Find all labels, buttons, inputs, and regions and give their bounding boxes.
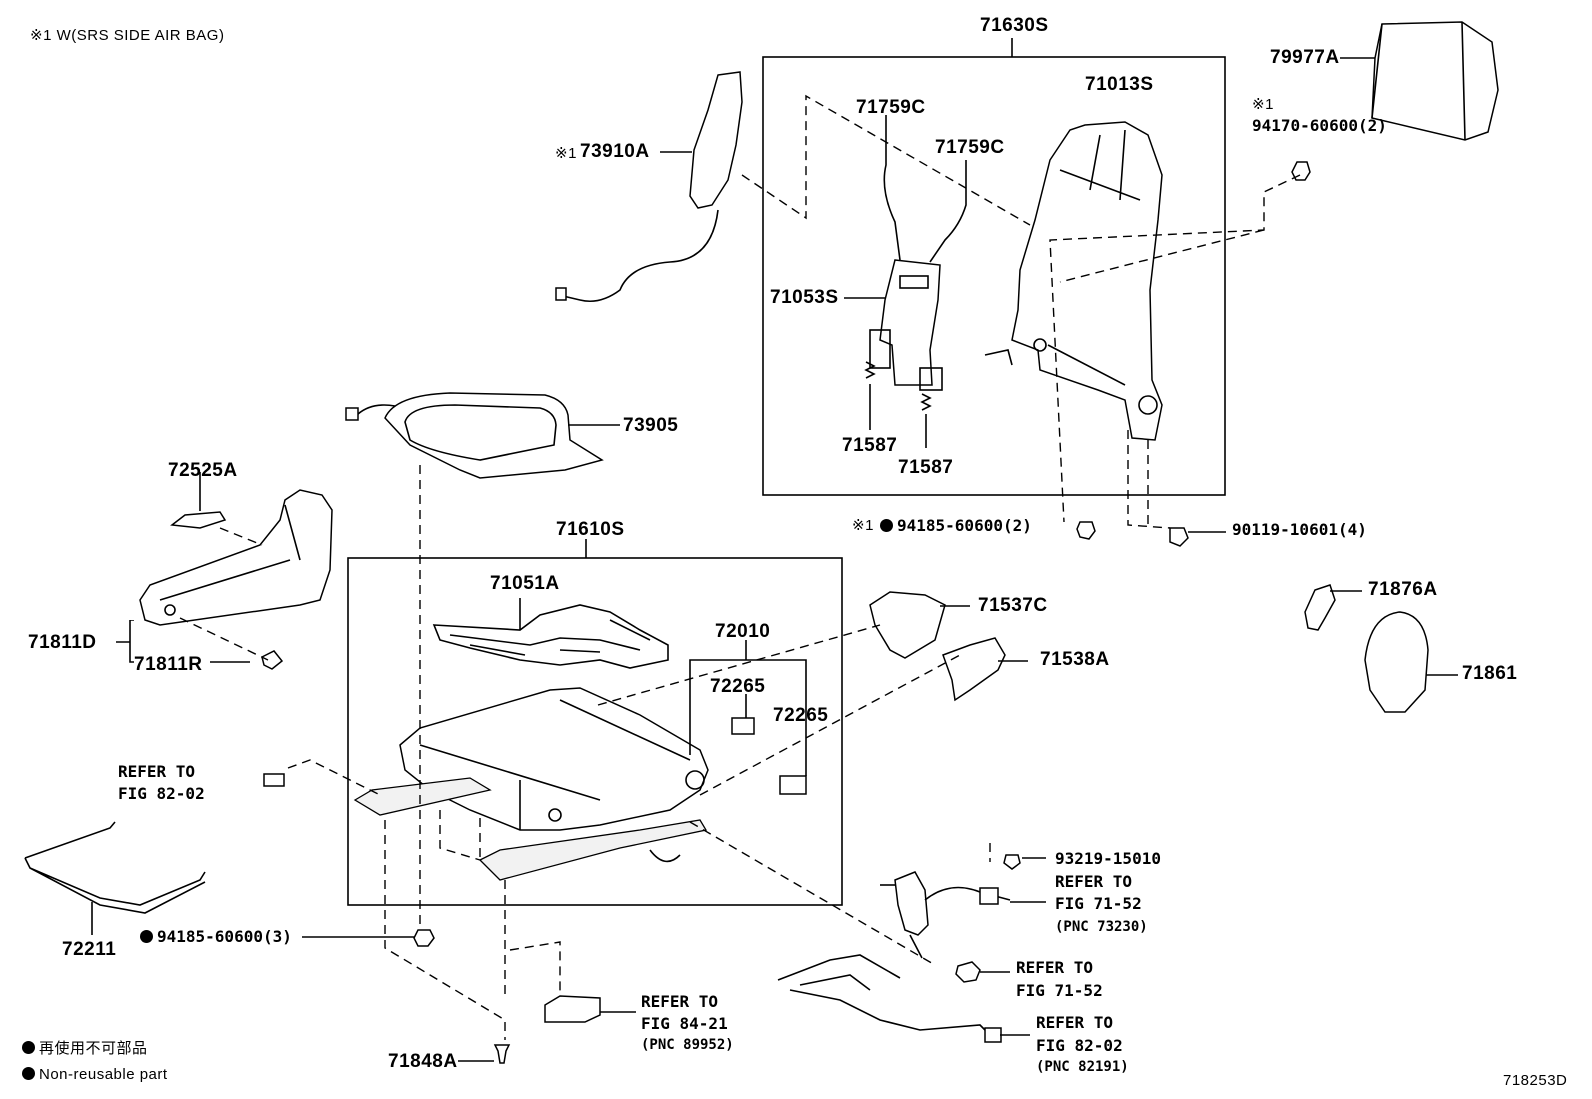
part-label-71876A[interactable]: 71876A — [1368, 579, 1438, 600]
non-reusable-dot-icon — [22, 1041, 35, 1054]
part-label-73905[interactable]: 73905 — [623, 415, 679, 436]
legend-jp: 再使用不可部品 — [22, 1041, 148, 1056]
part-label-79977A[interactable]: 79977A — [1270, 47, 1340, 68]
ref-84-21-line2[interactable]: FIG 84-21 — [641, 1014, 728, 1033]
ref-84-21-line1[interactable]: REFER TO — [641, 992, 719, 1011]
ref-82-02-a-line1[interactable]: REFER TO — [118, 762, 196, 781]
part-label-71051A[interactable]: 71051A — [490, 573, 560, 594]
ref-82-02-b-line2[interactable]: FIG 82-02 — [1036, 1036, 1123, 1055]
wire-harness-82-02-part — [777, 954, 1030, 1043]
ref-71-52-a-line1[interactable]: REFER TO — [1055, 872, 1133, 891]
ref-82-02-a-line2[interactable]: FIG 82-02 — [118, 784, 205, 803]
clip-bottom-part — [302, 929, 511, 1064]
note-mark-94170: ※1 — [1252, 96, 1274, 113]
part-label-72265-1[interactable]: 72265 — [710, 676, 766, 697]
side-airbag-part — [555, 71, 743, 303]
note-mark-94185-top: ※1 — [852, 517, 874, 534]
part-label-71587-2[interactable]: 71587 — [898, 457, 954, 478]
wire-72211-part — [24, 821, 206, 935]
seat-belt-buckle-part — [880, 854, 1046, 983]
group-box-71630S — [762, 56, 1226, 496]
legend-en-text: Non-reusable part — [39, 1066, 168, 1083]
bolts-part — [1076, 521, 1226, 547]
group-box-71610S — [347, 557, 843, 906]
part-label-72265-2[interactable]: 72265 — [773, 705, 829, 726]
part-label-93219[interactable]: 93219-15010 — [1055, 849, 1161, 868]
ref-82-02-b-pnc: (PNC 82191) — [1036, 1059, 1129, 1075]
part-label-71587-1[interactable]: 71587 — [842, 435, 898, 456]
non-reusable-dot-icon — [22, 1067, 35, 1080]
header-note: ※1 W(SRS SIDE AIR BAG) — [30, 27, 225, 44]
part-label-71811R[interactable]: 71811R — [134, 654, 203, 675]
part-label-73910A[interactable]: 73910A — [580, 141, 650, 162]
part-number-94185-top: 94185-60600(2) — [897, 516, 1032, 535]
part-label-71811D[interactable]: 71811D — [28, 632, 97, 653]
connector-82-02-icon — [263, 773, 285, 787]
seat-shield-part — [139, 489, 333, 626]
part-label-90119[interactable]: 90119-10601(4) — [1232, 520, 1367, 539]
ref-71-52-a-pnc: (PNC 73230) — [1055, 919, 1148, 935]
part-label-72010[interactable]: 72010 — [715, 621, 771, 642]
part-label-71759C-1[interactable]: 71759C — [856, 97, 926, 118]
bracket-71811 — [116, 620, 250, 663]
part-label-94185-top[interactable]: 94185-60600(2) — [880, 518, 1032, 534]
part-label-72525A[interactable]: 72525A — [168, 460, 238, 481]
part-label-71610S[interactable]: 71610S — [556, 519, 625, 540]
part-label-71538A[interactable]: 71538A — [1040, 649, 1110, 670]
ref-82-02-b-line1[interactable]: REFER TO — [1036, 1013, 1114, 1032]
seat-cushion-sensor-part — [345, 392, 620, 479]
legend-jp-text: 再使用不可部品 — [39, 1040, 148, 1057]
dashed-leaders — [179, 94, 1301, 1040]
ref-71-52-a-line2[interactable]: FIG 71-52 — [1055, 894, 1142, 913]
seat-frame-part — [353, 687, 709, 881]
seat-lock-part — [689, 640, 807, 795]
seatback-frame-part — [984, 121, 1163, 441]
seat-cushion-spring-part — [432, 598, 669, 669]
note-mark-73910A: ※1 — [555, 145, 577, 162]
seatback-spring-part — [844, 115, 967, 448]
part-label-71537C[interactable]: 71537C — [978, 595, 1048, 616]
part-label-94170[interactable]: 94170-60600(2) — [1252, 116, 1387, 135]
part-label-71759C-2[interactable]: 71759C — [935, 137, 1005, 158]
figure-id: 718253D — [1503, 1072, 1568, 1089]
side-covers-part — [869, 584, 1458, 713]
headrest-pad-part — [1340, 21, 1499, 141]
part-label-94185-bottom[interactable]: 94185-60600(3) — [140, 929, 292, 945]
legend-en: Non-reusable part — [22, 1067, 168, 1082]
part-label-71861[interactable]: 71861 — [1462, 663, 1518, 684]
part-label-71630S[interactable]: 71630S — [980, 15, 1049, 36]
ref-84-21-pnc: (PNC 89952) — [641, 1037, 734, 1053]
non-reusable-dot-icon — [880, 519, 893, 532]
clip-94170-part — [1291, 161, 1311, 181]
part-label-71053S[interactable]: 71053S — [770, 287, 839, 308]
screw-71811R-part — [261, 650, 284, 670]
part-label-72211[interactable]: 72211 — [62, 939, 117, 960]
cover-72525A-part — [170, 472, 227, 529]
part-number-94185-bottom: 94185-60600(3) — [157, 927, 292, 946]
ref-71-52-b-line2[interactable]: FIG 71-52 — [1016, 981, 1103, 1000]
part-label-71013S[interactable]: 71013S — [1085, 74, 1154, 95]
non-reusable-dot-icon — [140, 930, 153, 943]
module-84-21-part — [544, 995, 636, 1023]
part-label-71848A[interactable]: 71848A — [388, 1051, 458, 1072]
ref-71-52-b-line1[interactable]: REFER TO — [1016, 958, 1094, 977]
